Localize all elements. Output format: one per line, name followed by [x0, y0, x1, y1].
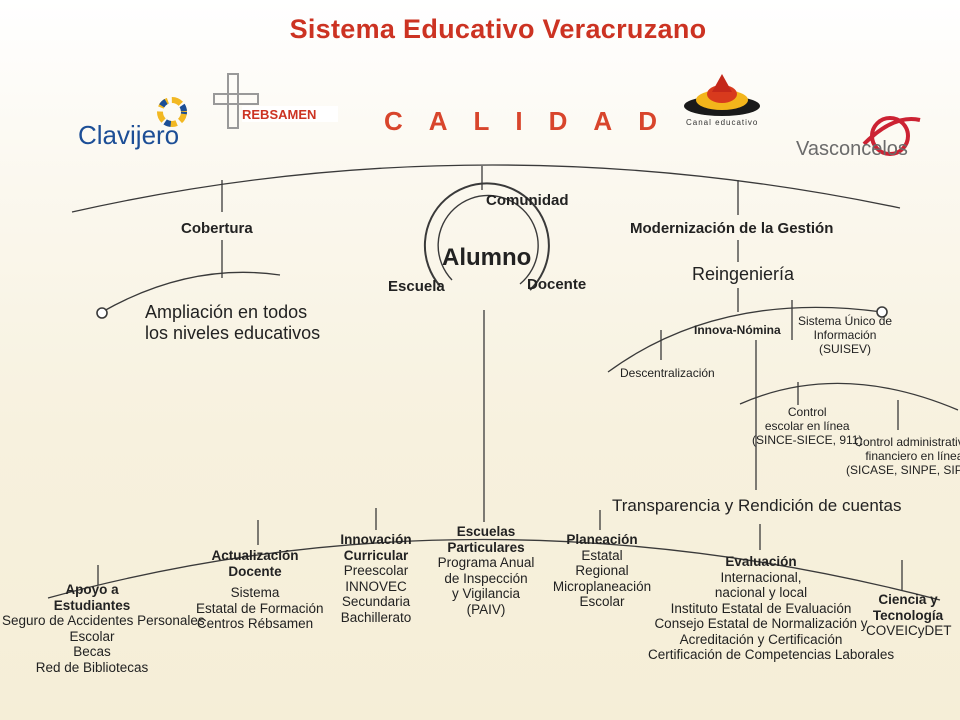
- calidad-banner: CALIDAD: [384, 106, 683, 136]
- right-lower-sub-arc: [739, 382, 959, 411]
- category-apoyo-title-1: Apoyo a: [65, 582, 119, 597]
- category-innovacion-title-1: Innovación: [340, 532, 412, 547]
- left-sub-arc: [101, 271, 281, 313]
- category-apoyo-item-3: Becas: [73, 644, 111, 660]
- reingenieria-label: Reingeniería: [692, 264, 795, 284]
- category-escuelas-item-1: Programa Anual: [437, 555, 535, 571]
- rebsamen-logo: REBSAMEN: [212, 72, 342, 132]
- category-innovacion-item-2: INNOVEC: [345, 578, 407, 594]
- control-escolar-label: Control escolar en línea (SINCE-SIECE, 9…: [752, 405, 863, 447]
- vasconcelos-swoosh-icon: [862, 116, 921, 156]
- category-innovacion-item-1: Preescolar: [343, 563, 409, 579]
- control-escolar-line-2: escolar en línea: [764, 418, 850, 433]
- category-actualizacion-item-3: Centros Rébsamen: [196, 616, 314, 632]
- category-planeacion-title-1: Planeación: [566, 532, 638, 547]
- category-escuelas-title-1: Escuelas: [456, 524, 516, 539]
- category-evaluacion-item-2: nacional y local: [714, 585, 808, 601]
- sistema-unico-line-1: Sistema Único de: [798, 314, 893, 328]
- docente-label: Docente: [527, 276, 587, 293]
- sistema-unico-line-2: Información: [813, 327, 877, 342]
- category-innovacion: Innovación Curricular Preescolar INNOVEC…: [326, 532, 426, 625]
- category-ciencia: Ciencia y Tecnología COVEICyDET: [866, 592, 952, 639]
- page-title: Sistema Educativo Veracruzano: [289, 14, 707, 44]
- category-evaluacion-item-5: Acreditación y Certificación: [679, 631, 843, 647]
- alumno-ring-inner: [437, 194, 539, 285]
- category-escuelas-item-3: y Vigilancia: [451, 586, 521, 602]
- category-evaluacion-item-4: Consejo Estatal de Normalización y: [654, 616, 868, 632]
- sistema-unico-label: Sistema Único de Información (SUISEV): [798, 314, 893, 356]
- category-evaluacion-item-3: Instituto Estatal de Evaluación: [670, 600, 852, 616]
- category-ciencia-item-1: COVEICyDET: [866, 623, 952, 639]
- category-apoyo-title-2: Estudiantes: [53, 597, 131, 613]
- category-escuelas-title-2: Particulares: [447, 539, 525, 555]
- category-apoyo-item-1: Seguro de Accidentes Personales: [2, 613, 205, 629]
- terminal-dots: [96, 306, 888, 319]
- category-ciencia-title-1: Ciencia y: [878, 592, 938, 607]
- vasconcelos-logo: Vasconcelos: [794, 114, 924, 164]
- control-administrativo-line-1: Control administrativo-: [854, 435, 960, 449]
- control-escolar-line-3: (SINCE-SIECE, 911): [752, 432, 863, 447]
- category-planeacion-item-1: Estatal: [581, 547, 623, 563]
- category-actualizacion: Actualización Docente Sistema Estatal de…: [196, 548, 324, 632]
- cobertura-detail: Ampliación en todos los niveles educativ…: [145, 302, 320, 343]
- category-planeacion-item-4: Escolar: [579, 594, 625, 610]
- category-planeacion-item-2: Regional: [575, 563, 629, 579]
- category-evaluacion-title-1: Evaluación: [725, 554, 797, 569]
- canal-educativo-logo: Canal educativo: [680, 74, 766, 132]
- canal-educativo-label: Canal educativo: [686, 118, 759, 127]
- control-escolar-line-1: Control: [787, 405, 827, 419]
- category-innovacion-item-4: Bachillerato: [340, 609, 412, 625]
- cobertura-detail-line-1: Ampliación en todos: [145, 302, 308, 322]
- clavijero-logo: Clavijero: [78, 92, 188, 152]
- escuela-label: Escuela: [388, 278, 445, 295]
- control-administrativo-line-2: financiero en línea: [865, 448, 960, 463]
- category-actualizacion-item-1: Sistema: [230, 585, 280, 601]
- cobertura-detail-line-2: los niveles educativos: [145, 322, 321, 343]
- modernizacion-heading: Modernización de la Gestión: [630, 220, 834, 237]
- top-arc: [71, 164, 901, 213]
- control-administrativo-label: Control administrativo- financiero en lí…: [846, 435, 960, 477]
- innova-nomina-label: Innova-Nómina: [694, 323, 781, 337]
- category-innovacion-title-2: Curricular: [343, 547, 409, 563]
- bottom-arc: [47, 538, 941, 601]
- category-escuelas-item-2: de Inspección: [444, 570, 528, 586]
- comunidad-label: Comunidad: [486, 192, 569, 209]
- canal-educativo-pyramid-icon: [684, 74, 760, 116]
- category-apoyo-item-2: Escolar: [69, 628, 115, 644]
- sistema-unico-line-3: (SUISEV): [819, 341, 872, 356]
- category-innovacion-item-3: Secundaria: [341, 594, 411, 610]
- clavijero-ring-icon: [157, 97, 187, 127]
- rebsamen-cross-icon: [213, 73, 338, 129]
- category-planeacion-item-3: Microplaneación: [552, 578, 652, 594]
- category-apoyo-item-4: Red de Bibliotecas: [35, 659, 149, 675]
- control-administrativo-line-3: (SICASE, SINPE, SIPSE): [846, 462, 960, 477]
- cobertura-heading: Cobertura: [181, 220, 253, 237]
- clavijero-label: Clavijero: [78, 120, 180, 150]
- descentralizacion-label: Descentralización: [620, 366, 715, 380]
- rebsamen-label: REBSAMEN: [242, 107, 317, 122]
- category-escuelas-particulares: Escuelas Particulares Programa Anual de …: [434, 524, 538, 617]
- category-actualizacion-item-2: Estatal de Formación: [196, 600, 324, 616]
- category-evaluacion-item-6: Certificación de Competencias Laborales: [648, 647, 895, 663]
- category-actualizacion-title-2: Docente: [228, 563, 282, 579]
- right-upper-sub-arc: [607, 306, 883, 373]
- category-planeacion: Planeación Estatal Regional Microplaneac…: [552, 532, 652, 610]
- transparencia-label: Transparencia y Rendición de cuentas: [612, 496, 902, 515]
- category-ciencia-title-2: Tecnología: [872, 607, 944, 623]
- category-evaluacion: Evaluación Internacional, nacional y loc…: [648, 554, 895, 663]
- alumno-label: Alumno: [442, 244, 532, 271]
- category-escuelas-item-4: (PAIV): [466, 601, 506, 617]
- vasconcelos-label: Vasconcelos: [796, 138, 908, 160]
- category-actualizacion-title-1: Actualización: [211, 548, 299, 563]
- category-apoyo: Apoyo a Estudiantes Seguro de Accidentes…: [2, 582, 205, 675]
- alumno-ring-outer: [423, 182, 550, 291]
- category-evaluacion-item-1: Internacional,: [720, 569, 802, 585]
